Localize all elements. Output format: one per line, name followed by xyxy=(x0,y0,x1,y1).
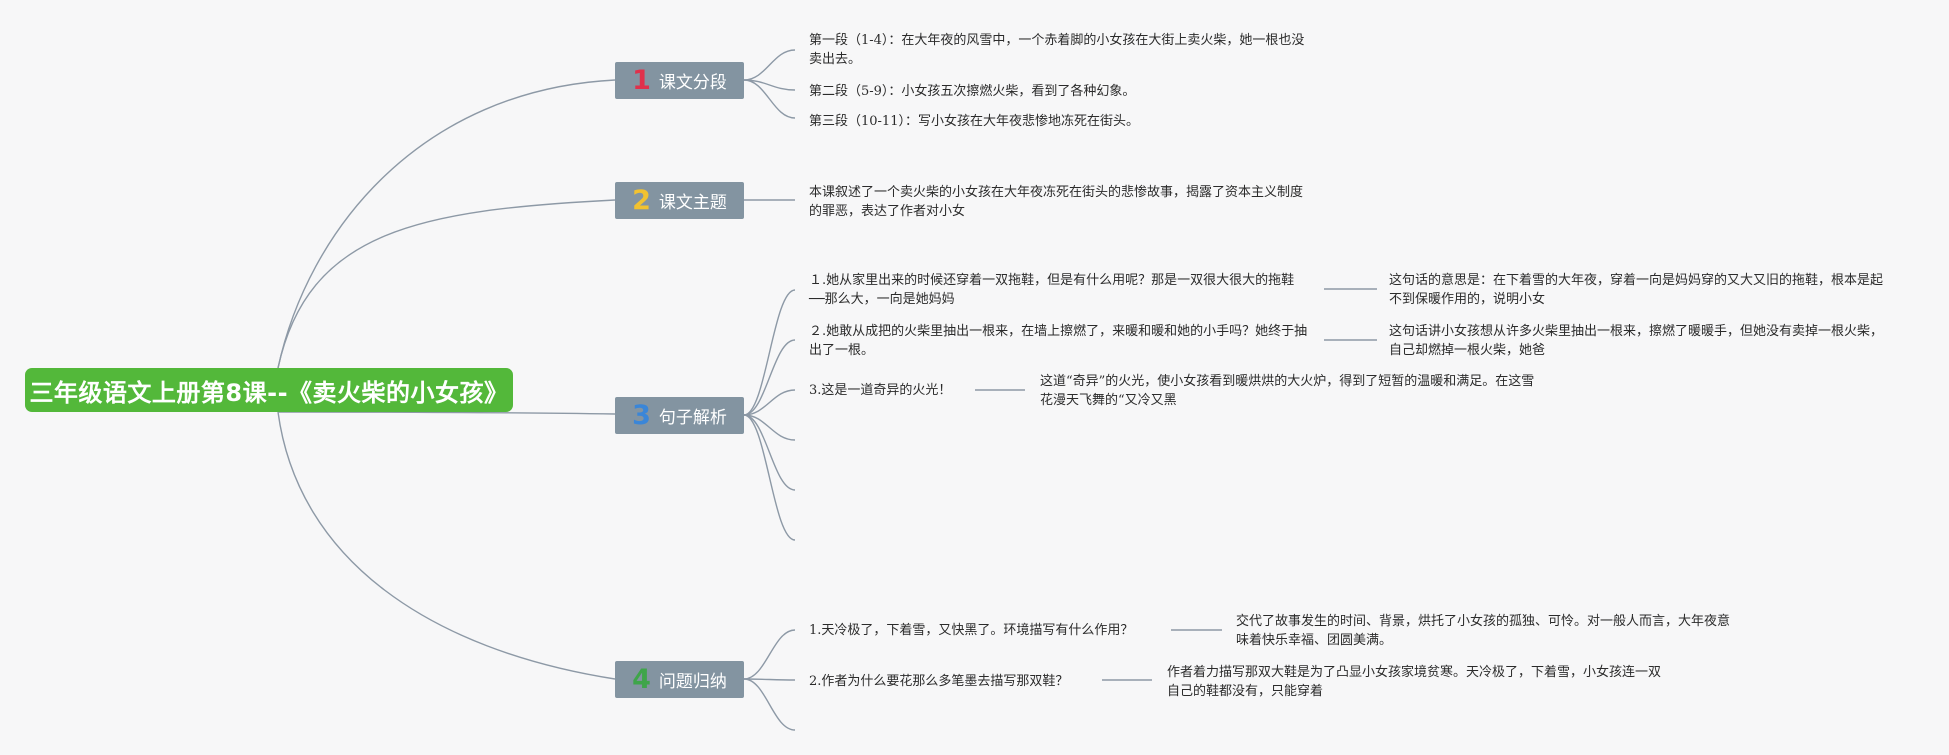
branch-node-3[interactable]: 3 句子解析 xyxy=(615,397,744,434)
leaf-3-3-answer[interactable]: 这道“奇异”的火光，使小女孩看到暖烘烘的大火炉，得到了短暂的温暖和满足。在这雪花… xyxy=(1040,374,1535,408)
root-connector-4 xyxy=(277,411,616,680)
branch-node-2[interactable]: 2 课文主题 xyxy=(615,182,744,219)
branch-3-connector-3 xyxy=(743,389,796,416)
root-node[interactable]: 三年级语文上册第8课--《卖火柴的小女孩》 xyxy=(25,368,513,412)
branch-3-connector-6 xyxy=(743,414,796,541)
number-three-icon: 3 xyxy=(632,400,651,431)
branch-4-connector-2 xyxy=(743,678,796,681)
leaf-2-1[interactable]: 本课叙述了一个卖火柴的小女孩在大年夜冻死在街头的悲惨故事，揭露了资本主义制度的罪… xyxy=(809,185,1304,219)
leaf-4-2-answer[interactable]: 作者着力描写那双大鞋是为了凸显小女孩家境贫寒。天冷极了，下着雪，小女孩连一双自己… xyxy=(1167,665,1662,699)
branch-label: 课文主题 xyxy=(658,193,727,213)
leaf-1-2[interactable]: 第二段（5-9）：小女孩五次擦燃火柴，看到了各种幻象。 xyxy=(809,84,1136,99)
number-one-icon: 1 xyxy=(632,65,651,96)
leaf-4-1-answer[interactable]: 交代了故事发生的时间、背景，烘托了小女孩的孤独、可怜。对一般人而言，大年夜意味着… xyxy=(1236,614,1731,648)
leaf-3-1-question[interactable]: １.她从家里出来的时候还穿着一双拖鞋，但是有什么用呢？那是一双很大很大的拖鞋──… xyxy=(809,273,1295,307)
leaf-1-3[interactable]: 第三段（10-11）：写小女孩在大年夜悲惨地冻死在街头。 xyxy=(809,114,1139,129)
branch-4-connector-1 xyxy=(743,629,796,680)
branch-3-connector-4 xyxy=(743,414,796,441)
branch-3-connector-5 xyxy=(743,414,796,491)
branch-1-connector-3 xyxy=(743,79,796,119)
leaf-4-2-question[interactable]: 2.作者为什么要花那么多笔墨去描写那双鞋？ xyxy=(809,674,1069,689)
branch-node-1[interactable]: 1 课文分段 xyxy=(615,62,744,99)
branch-label: 问题归纳 xyxy=(658,672,727,692)
number-four-icon: 4 xyxy=(632,664,651,695)
branch-1-connector-1 xyxy=(743,49,796,81)
leaf-3-2-question[interactable]: ２.她敢从成把的火柴里抽出一根来，在墙上擦燃了，来暖和暖和她的小手吗？她终于抽出… xyxy=(809,324,1308,358)
leaf-4-1-question[interactable]: 1.天冷极了，下着雪，又快黑了。环境描写有什么作用？ xyxy=(809,623,1134,638)
branch-4-connector-3 xyxy=(743,678,796,731)
leaf-1-1[interactable]: 第一段（1-4）：在大年夜的风雪中，一个赤着脚的小女孩在大街上卖火柴，她一根也没… xyxy=(809,33,1305,67)
branch-label: 课文分段 xyxy=(658,73,727,93)
branch-3-connector-2 xyxy=(743,339,796,416)
leaf-3-3-question[interactable]: 3.这是一道奇异的火光！ xyxy=(809,383,952,398)
root-connector-1 xyxy=(277,79,616,369)
leaf-3-2-answer[interactable]: 这句话讲小女孩想从许多火柴里抽出一根来，擦燃了暖暖手，但她没有卖掉一根火柴，自己… xyxy=(1389,324,1884,358)
branch-label: 句子解析 xyxy=(658,408,727,428)
root-connector-3 xyxy=(277,411,616,415)
leaf-3-1-answer[interactable]: 这句话的意思是：在下着雪的大年夜，穿着一向是妈妈穿的又大又旧的拖鞋，根本是起不到… xyxy=(1389,273,1884,307)
branch-node-4[interactable]: 4 问题归纳 xyxy=(615,661,744,698)
branch-3-connector-1 xyxy=(743,289,796,416)
root-title: 三年级语文上册第8课--《卖火柴的小女孩》 xyxy=(29,378,509,407)
number-two-icon: 2 xyxy=(632,185,651,216)
root-connector-2 xyxy=(277,199,616,369)
